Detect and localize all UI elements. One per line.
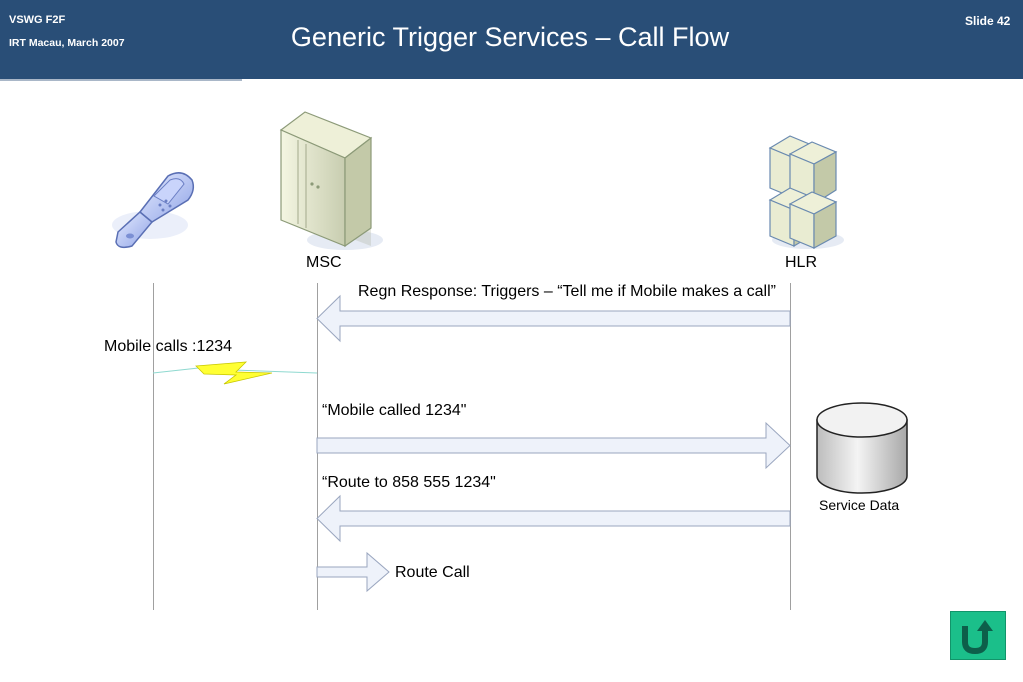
service-data-label: Service Data bbox=[819, 497, 900, 513]
server-tower-icon bbox=[279, 111, 383, 250]
arrow-regn-response bbox=[316, 294, 791, 343]
return-button[interactable] bbox=[950, 611, 1006, 660]
slide-number: Slide 42 bbox=[965, 14, 1011, 28]
u-turn-arrow-icon bbox=[962, 620, 993, 655]
server-stack-icon bbox=[768, 135, 844, 250]
header-underline bbox=[0, 79, 242, 81]
route-to-label: “Route to 858 555 1234" bbox=[322, 474, 496, 491]
arrow-mobile-called bbox=[316, 421, 791, 470]
msc-label: MSC bbox=[306, 254, 342, 271]
event-name: VSWG F2F bbox=[9, 14, 66, 26]
arrow-route-to bbox=[316, 494, 791, 543]
slide-header bbox=[0, 0, 1023, 79]
route-call-label: Route Call bbox=[395, 564, 470, 581]
regn-response-label: Regn Response: Triggers – “Tell me if Mo… bbox=[358, 283, 776, 300]
mobile-phone-icon bbox=[112, 172, 195, 249]
mobile-calls-label: Mobile calls :1234 bbox=[104, 338, 233, 355]
slide-title: Generic Trigger Services – Call Flow bbox=[290, 22, 730, 52]
location-date: IRT Macau, March 2007 bbox=[9, 37, 125, 49]
arrow-route-call bbox=[316, 551, 390, 593]
database-cylinder-icon bbox=[816, 402, 908, 494]
mobile-called-label: “Mobile called 1234" bbox=[322, 402, 467, 419]
lightning-bolt-icon bbox=[152, 361, 318, 385]
hlr-label: HLR bbox=[785, 254, 818, 271]
